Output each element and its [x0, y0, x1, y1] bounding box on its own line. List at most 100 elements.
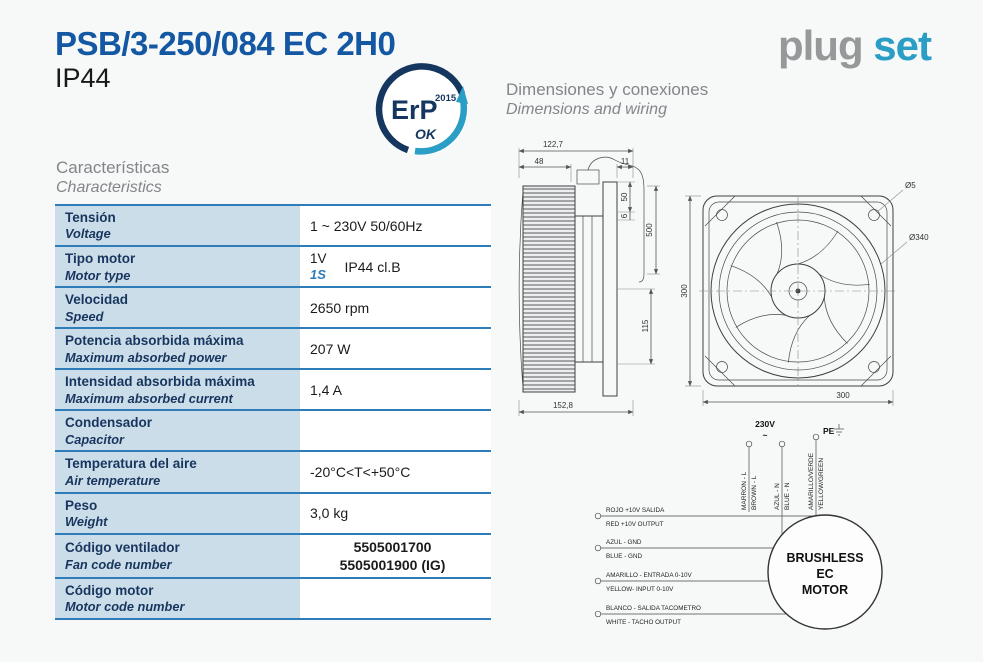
- row-power-value: 207 W: [300, 329, 491, 369]
- motor-label-3: MOTOR: [802, 583, 848, 597]
- erp-badge: ErP 2015 OK: [375, 63, 468, 155]
- row-weight-value: 3,0 kg: [300, 493, 491, 533]
- control-wire-3-es: AMARILLO - ENTRADA 0-10V: [606, 572, 693, 579]
- wire-n-label-es: AZUL - N: [774, 483, 781, 510]
- row-motor-type-label: Tipo motor Motor type: [55, 247, 300, 287]
- control-wire-2-en: BLUE - GND: [606, 553, 642, 560]
- dim-plate-height: 300: [680, 284, 689, 298]
- row-capacitor-label: Condensador Capacitor: [55, 411, 300, 451]
- row-weight-label: Peso Weight: [55, 493, 300, 533]
- cable-line: [587, 156, 645, 283]
- row-fan-code: Código ventilador Fan code number 550500…: [55, 532, 491, 577]
- dim-offset-50: 50: [620, 192, 629, 201]
- dim-impeller-depth: 48: [535, 157, 544, 166]
- control-wire-3-en: YELLOW- INPUT 0-10V: [606, 586, 674, 593]
- row-power: Potencia absorbida máxima Maximum absorb…: [55, 327, 491, 369]
- label-es: Código motor: [65, 583, 154, 598]
- label-en: Motor type: [65, 267, 131, 283]
- row-motor-type-value: 1V 1S IP44 cl.B: [300, 247, 491, 287]
- label-en: Air temperature: [65, 472, 161, 488]
- dimensions-heading: Dimensiones y conexiones Dimensions and …: [506, 80, 708, 120]
- row-capacitor: Condensador Capacitor: [55, 409, 491, 451]
- wire-n-label-en: BLUE - N: [784, 482, 791, 510]
- motor-label-1: BRUSHLESS: [786, 551, 863, 565]
- front-view-drawing: Ø5 Ø340 300 300: [680, 181, 929, 406]
- pe-label: PE: [823, 426, 835, 436]
- row-motor-type: Tipo motor Motor type 1V 1S IP44 cl.B: [55, 245, 491, 287]
- row-voltage-value: 1 ~ 230V 50/60Hz: [300, 206, 491, 246]
- row-motor-code-label: Código motor Motor code number: [55, 579, 300, 619]
- label-es: Tipo motor: [65, 251, 136, 267]
- row-motor-code-value: [300, 579, 491, 619]
- dim-motor-depth: 115: [641, 319, 650, 332]
- row-air-temperature-label: Temperatura del aire Air temperature: [55, 452, 300, 492]
- dim-depth-total-top: 122,7: [543, 140, 564, 149]
- erp-label: ErP: [391, 95, 438, 125]
- motor-circle: [767, 514, 883, 630]
- erp-ok: OK: [415, 126, 437, 142]
- row-air-temperature-value: -20°C<T<+50°C: [300, 452, 491, 492]
- erp-year: 2015: [435, 93, 457, 104]
- dim-plate-depth: 11: [621, 157, 630, 166]
- dim-cable-length: 500: [645, 223, 654, 237]
- dimensions-heading-es: Dimensiones y conexiones: [506, 80, 709, 99]
- erp-arc-teal: [414, 99, 468, 155]
- dim-gap-6: 6: [620, 213, 629, 218]
- label-en: Maximum absorbed current: [65, 390, 233, 406]
- control-wire-1-es: ROJO +10V SALIDA: [606, 507, 665, 514]
- wire-pe-label-en: YELLOW/GREEN: [818, 458, 825, 510]
- technical-drawing: 122,7 48 11 50 6 500 115: [518, 140, 929, 630]
- row-weight: Peso Weight 3,0 kg: [55, 491, 491, 533]
- row-current: Intensidad absorbida máxima Maximum abso…: [55, 368, 491, 410]
- label-en: Fan code number: [65, 556, 172, 572]
- characteristics-heading-en: Characteristics: [56, 179, 162, 197]
- label-es: Código ventilador: [65, 540, 180, 556]
- label-es: Intensidad absorbida máxima: [65, 374, 255, 390]
- dim-depth-total-bottom: 152,8: [553, 401, 574, 410]
- row-speed-label: Velocidad Speed: [55, 288, 300, 328]
- brand-logo-set: set: [873, 22, 932, 69]
- supply-wave-symbol: ~: [763, 430, 768, 440]
- label-es: Velocidad: [65, 292, 129, 308]
- wire-l-label-es: MARRON - L: [741, 471, 748, 510]
- motor-type-1s: 1S: [310, 266, 326, 282]
- control-wire-1-en: RED +10V OUTPUT: [606, 521, 664, 528]
- row-air-temperature: Temperatura del aire Air temperature -20…: [55, 450, 491, 492]
- label-es: Condensador: [65, 415, 153, 431]
- dim-plate-width: 300: [836, 391, 850, 400]
- product-title: PSB/3-250/084 EC 2H0: [55, 25, 396, 62]
- earth-icon: [834, 424, 844, 436]
- fan-blades: [730, 222, 870, 363]
- label-en: Weight: [65, 514, 108, 530]
- dimensions-heading-en: Dimensions and wiring: [506, 101, 667, 119]
- row-fan-code-value: 5505001700 5505001900 (IG): [300, 534, 491, 577]
- label-en: Maximum absorbed power: [65, 349, 227, 365]
- wire-pe-label-es: AMARILLO/VERDE: [808, 452, 815, 510]
- supply-voltage-label: 230V: [755, 419, 775, 429]
- erp-arrow-icon: [456, 86, 468, 104]
- control-wire-4-es: BLANCO - SALIDA TACOMETRO: [606, 605, 701, 612]
- brand-logo-plug: plug: [777, 22, 864, 69]
- row-voltage-label: Tensión Voltage: [55, 206, 300, 246]
- motor-type-codes: 1V 1S: [310, 251, 327, 283]
- label-en: Speed: [65, 308, 104, 324]
- motor-protection-class: IP44 cl.B: [344, 258, 401, 275]
- side-view-drawing: 122,7 48 11 50 6 500 115: [518, 140, 660, 416]
- control-wire-4-en: WHITE - TACHO OUTPUT: [606, 619, 681, 626]
- label-en: Voltage: [65, 226, 111, 242]
- control-wire-2-es: AZUL - GND: [606, 539, 642, 546]
- row-current-label: Intensidad absorbida máxima Maximum abso…: [55, 370, 300, 410]
- motor-type-1v: 1V: [310, 250, 327, 266]
- label-es: Temperatura del aire: [65, 456, 197, 472]
- row-capacitor-value: [300, 411, 491, 451]
- row-motor-code: Código motor Motor code number: [55, 577, 491, 619]
- row-fan-code-label: Código ventilador Fan code number: [55, 534, 300, 577]
- dim-fan-dia: Ø340: [909, 233, 929, 242]
- label-es: Tensión: [65, 210, 116, 225]
- ip-rating: IP44: [55, 63, 111, 93]
- row-current-value: 1,4 A: [300, 370, 491, 410]
- fan-code-1: 5505001700: [353, 538, 432, 555]
- characteristics-heading-es: Características: [56, 158, 170, 177]
- row-power-label: Potencia absorbida máxima Maximum absorb…: [55, 329, 300, 369]
